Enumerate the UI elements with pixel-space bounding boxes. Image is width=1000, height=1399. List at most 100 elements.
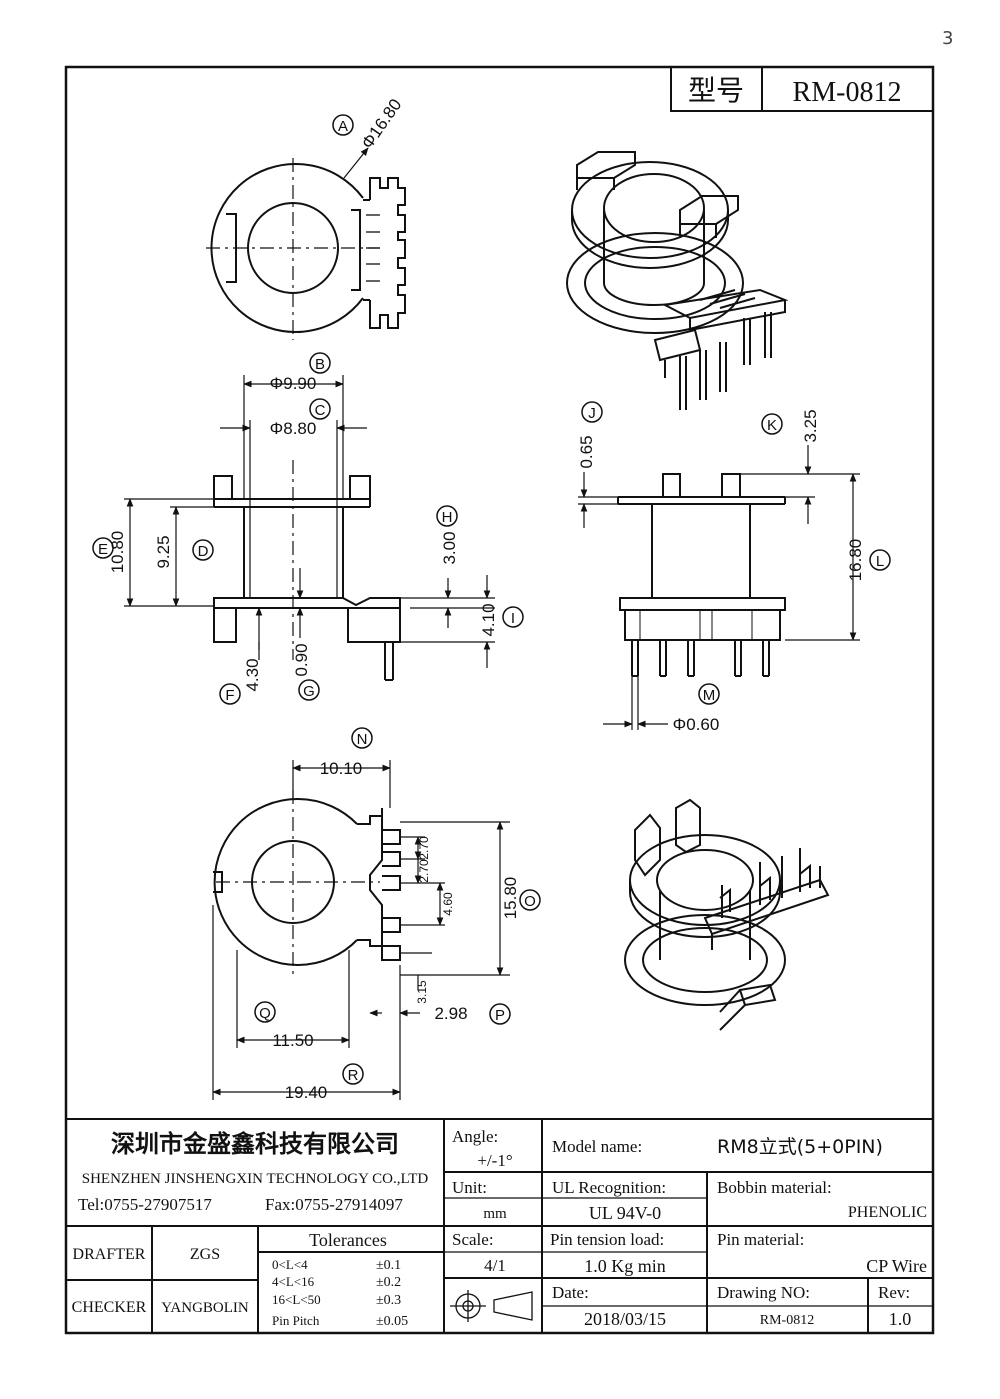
svg-text:M: M (703, 687, 716, 704)
dim-E-label: 10.80 (108, 531, 127, 574)
model-label: 型号 (688, 74, 744, 107)
dim-O-label: 15.80 (501, 877, 520, 920)
dim-I-label: 4.10 (479, 603, 498, 636)
tolerance-value: ±0.05 (376, 1314, 408, 1329)
model-name-value: RM8立式(5+0PIN) (717, 1136, 883, 1158)
callout-K: K (761, 413, 783, 435)
svg-text:K: K (767, 417, 777, 434)
svg-text:R: R (348, 1067, 359, 1084)
svg-text:D: D (198, 543, 209, 560)
unit-value: mm (483, 1206, 507, 1222)
angle-label: Angle: (452, 1127, 498, 1146)
drawing-no-value: RM-0812 (760, 1313, 814, 1328)
bobbin-material-value: PHENOLIC (848, 1204, 927, 1221)
company-name-cn: 深圳市金盛鑫科技有限公司 (111, 1130, 399, 1158)
company-tel: Tel:0755-27907517 (78, 1195, 212, 1214)
dim-D-label: 9.25 (154, 535, 173, 568)
unit-label: Unit: (452, 1178, 487, 1197)
tolerance-range: 16<L<50 (272, 1292, 321, 1307)
scale-label: Scale: (452, 1230, 494, 1249)
pin-tension-value: 1.0 Kg min (584, 1256, 666, 1276)
bottom-view (213, 790, 401, 975)
dim-F-label: 4.30 (243, 658, 262, 691)
svg-text:I: I (511, 610, 515, 627)
svg-text:N: N (357, 731, 368, 748)
scale-value: 4/1 (484, 1256, 506, 1275)
svg-text:O: O (524, 893, 536, 910)
isometric-view-bottom (624, 798, 830, 1031)
callout-N: N (351, 727, 373, 749)
model-number: RM-0812 (793, 77, 902, 108)
dim-R-label: 19.40 (285, 1083, 328, 1102)
dim-C-label: Φ8.80 (270, 419, 317, 438)
ul-recognition-label: UL Recognition: (552, 1178, 666, 1197)
date-value: 2018/03/15 (584, 1309, 666, 1329)
ul-recognition-value: UL 94V-0 (589, 1203, 661, 1223)
callout-M: M (698, 683, 720, 705)
projection-symbol (450, 1290, 533, 1322)
tolerance-range: Pin Pitch (272, 1313, 320, 1328)
callout-Q: Q (254, 1001, 276, 1023)
dim-Q-label: 11.50 (272, 1031, 313, 1050)
svg-text:L: L (876, 553, 884, 570)
tolerance-value: ±0.2 (376, 1275, 401, 1290)
title-block-grid (66, 1118, 933, 1333)
callout-C: C (309, 398, 331, 420)
checker-name: YANGBOLIN (161, 1300, 249, 1316)
svg-text:G: G (303, 683, 315, 700)
callout-O: O (519, 889, 541, 911)
pin-tension-label: Pin tension load: (550, 1230, 664, 1249)
dim-K-label: 3.25 (801, 409, 820, 442)
dim-M-label: Φ0.60 (673, 715, 720, 734)
drawing-no-label: Drawing NO: (717, 1283, 810, 1302)
dim-N-label: 10.10 (320, 759, 363, 778)
bottom-view-dimensions (212, 760, 510, 1100)
callout-R: R (342, 1063, 364, 1085)
svg-text:F: F (225, 687, 234, 704)
svg-text:Q: Q (259, 1005, 271, 1022)
bobbin-material-label: Bobbin material: (717, 1178, 832, 1197)
pin-material-label: Pin material: (717, 1230, 804, 1249)
callout-L: L (869, 549, 891, 571)
tolerance-range: 0<L<4 (272, 1257, 308, 1272)
front-view-dimensions (124, 375, 495, 668)
dim-A-label: Φ16.80 (358, 95, 406, 152)
model-name-label: Model name: (552, 1137, 642, 1156)
drafter-label: DRAFTER (73, 1246, 146, 1263)
tolerance-value: ±0.1 (376, 1258, 401, 1273)
dim-J-label: 0.65 (577, 435, 596, 468)
callout-B: B (309, 352, 331, 374)
company-name-en: SHENZHEN JINSHENGXIN TECHNOLOGY CO.,LTD (82, 1171, 429, 1187)
front-view (213, 460, 401, 681)
svg-text:J: J (588, 405, 596, 422)
tolerance-range: 4<L<16 (272, 1274, 315, 1289)
drawing-border (64, 65, 935, 1335)
angle-value: +/-1° (477, 1151, 512, 1170)
callout-I: I (502, 606, 524, 628)
dim-H-label: 3.00 (440, 531, 459, 564)
svg-text:E: E (98, 541, 108, 558)
callout-J: J (581, 401, 603, 423)
callout-F: F (219, 683, 241, 705)
tolerances-title: Tolerances (309, 1230, 387, 1250)
model-header-box: 型号 RM-0812 (670, 66, 934, 112)
top-view (206, 147, 406, 340)
callout-G: G (298, 679, 320, 701)
callout-H: H (436, 505, 458, 527)
dim-L-label: 16.80 (846, 539, 865, 582)
dim-P-label: 2.98 (434, 1004, 467, 1023)
svg-text:B: B (315, 356, 325, 373)
dim-pitch-4-label: 3.15 (415, 980, 429, 1004)
svg-text:P: P (495, 1007, 505, 1024)
date-label: Date: (552, 1283, 589, 1302)
side-view-dimensions (578, 445, 860, 730)
dim-G-label: 0.90 (292, 643, 311, 676)
isometric-view-top (566, 151, 789, 410)
pin-material-value: CP Wire (866, 1256, 927, 1276)
company-fax: Fax:0755-27914097 (265, 1195, 403, 1214)
svg-text:C: C (315, 402, 326, 419)
dim-B-label: Φ9.90 (270, 374, 317, 393)
dim-pitch-1-label: 2.70 (417, 836, 431, 860)
side-view (617, 473, 786, 677)
